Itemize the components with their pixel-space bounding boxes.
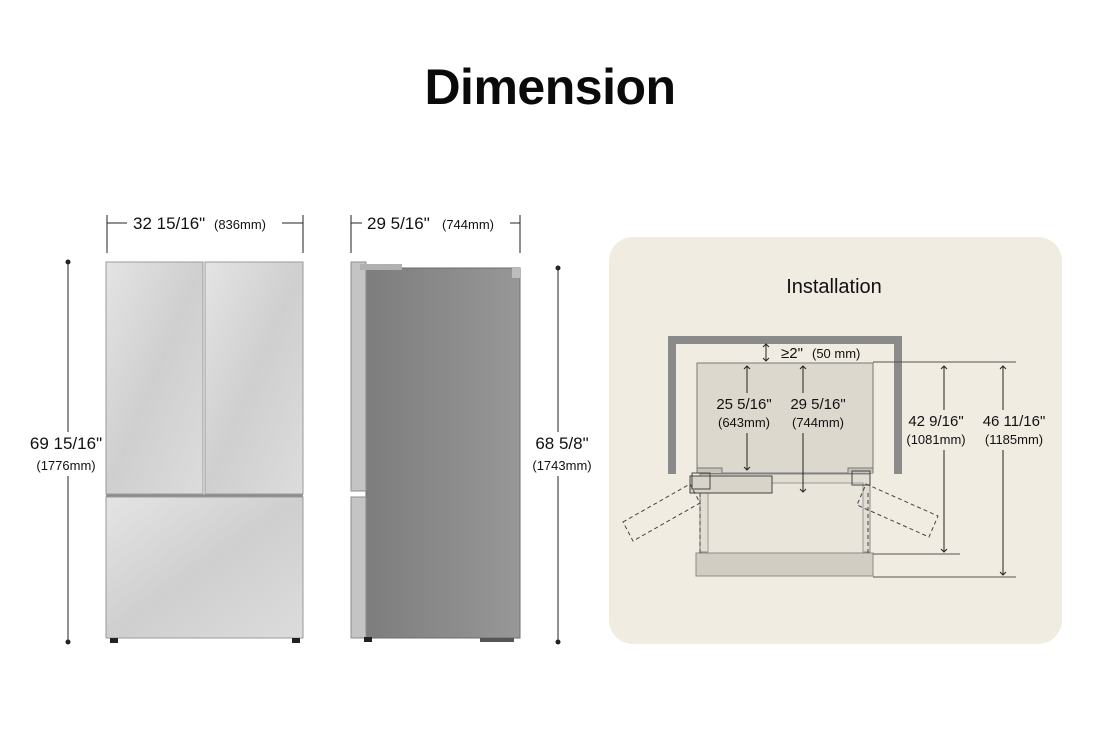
side-panel <box>365 267 521 639</box>
rear-roller <box>480 638 514 642</box>
left-foot <box>110 638 118 643</box>
depth-d-arrow <box>999 365 1007 576</box>
side-depth-in: 29 5/16" <box>367 214 430 233</box>
installation-title: Installation <box>786 276 882 298</box>
hinge-cover <box>360 264 402 270</box>
installation-panel: Installation ≥2" (50 <box>609 237 1062 644</box>
door-edge-upper <box>350 261 367 492</box>
depth-b-in: 29 5/16" <box>790 396 845 413</box>
freezer-drawer <box>105 496 304 639</box>
right-door <box>204 261 304 495</box>
front-width-in: 32 15/16" <box>133 214 205 233</box>
depth-d-in: 46 11/16" <box>983 413 1046 430</box>
cabinet-wall <box>668 336 902 474</box>
page-title: Dimension <box>424 59 676 115</box>
left-hinge <box>689 475 773 494</box>
front-view: 32 15/16" (836mm) 69 15/16" (1776mm) <box>18 212 304 645</box>
right-foot <box>292 638 300 643</box>
front-height-mm: (1776mm) <box>36 458 95 473</box>
depth-c-arrow <box>940 365 948 553</box>
clearance-arrow <box>762 343 770 362</box>
left-door <box>105 261 204 495</box>
fridge-front <box>105 261 304 643</box>
clearance-in: ≥2" <box>781 345 803 362</box>
front-width-mm: (836mm) <box>214 217 266 232</box>
clearance-mm: (50 mm) <box>812 346 860 361</box>
front-height-in: 69 15/16" <box>30 434 102 453</box>
side-height-mm: (1743mm) <box>532 458 591 473</box>
top-vent <box>512 268 520 278</box>
depth-a-in: 25 5/16" <box>716 396 771 413</box>
depth-a-mm: (643mm) <box>718 415 770 430</box>
depth-d-mm: (1185mm) <box>985 432 1043 447</box>
depth-c-in: 42 9/16" <box>908 413 963 430</box>
side-depth-mm: (744mm) <box>442 217 494 232</box>
door-edge-lower <box>350 496 367 639</box>
side-height-in: 68 5/8" <box>535 434 588 453</box>
fridge-side <box>350 261 521 642</box>
front-foot <box>364 637 372 642</box>
depth-b-mm: (744mm) <box>792 415 844 430</box>
side-view: 29 5/16" (744mm) 68 5/8" (1743mm) <box>350 212 602 645</box>
door-swing-indicators <box>622 483 939 553</box>
depth-c-mm: (1081mm) <box>906 432 965 447</box>
